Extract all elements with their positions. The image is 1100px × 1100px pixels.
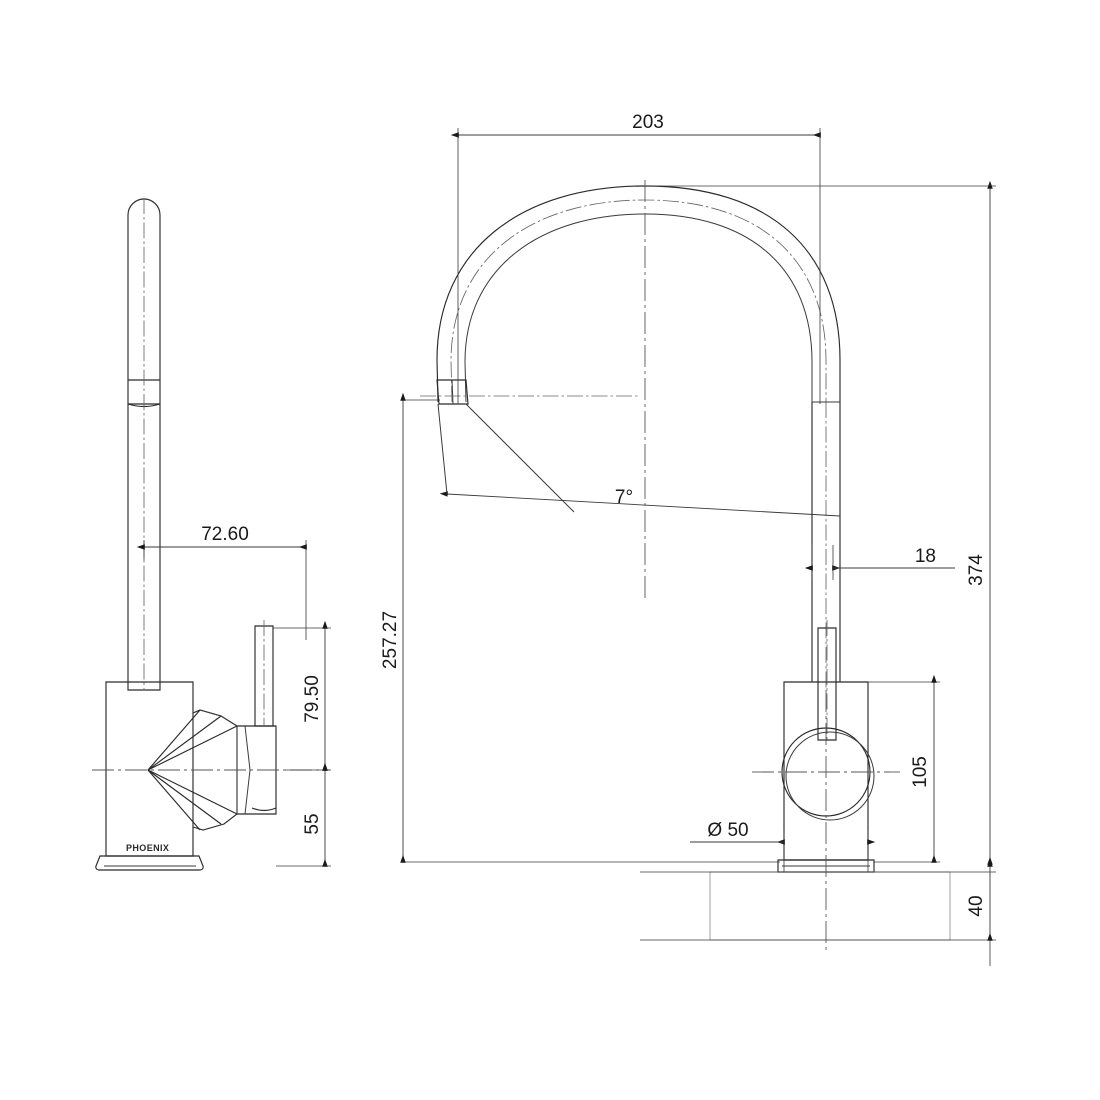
left-view-lever-handle xyxy=(127,198,161,691)
dim-79-50-label: 79.50 xyxy=(302,675,323,723)
dim-72-60-label: 72.60 xyxy=(201,524,249,545)
dim-374: 374 xyxy=(966,180,993,865)
dim-7-degree: 7° xyxy=(437,403,841,517)
left-view-body: PHOENIX xyxy=(95,681,204,871)
dim-55-label: 55 xyxy=(302,813,323,834)
right-view-column xyxy=(811,401,841,690)
bench-section-hatched xyxy=(640,871,996,941)
dim-79-50: 79.50 xyxy=(273,620,331,771)
dim-18-label: 18 xyxy=(915,546,936,567)
dim-dia-50: Ø 50 xyxy=(690,820,876,872)
dim-72-60: 72.60 xyxy=(136,524,307,640)
right-view-spout-tip xyxy=(420,379,640,405)
left-view-group: PHOENIX xyxy=(92,198,331,871)
dim-105: 105 xyxy=(868,674,940,863)
dim-105-label: 105 xyxy=(910,756,931,788)
dim-203: 203 xyxy=(450,112,821,404)
dim-203-label: 203 xyxy=(632,112,664,133)
dim-257-27: 257.27 xyxy=(380,392,780,863)
dim-55: 55 xyxy=(276,762,331,867)
dim-dia-50-label: Ø 50 xyxy=(707,820,748,841)
right-view-gooseneck xyxy=(436,185,841,403)
dim-257-27-label: 257.27 xyxy=(380,611,401,669)
dim-40-label: 40 xyxy=(966,895,987,916)
left-view-spout-assembly xyxy=(147,709,277,831)
dim-40: 40 xyxy=(966,858,993,966)
left-view-secondary-stem xyxy=(254,620,274,727)
dim-374-label: 374 xyxy=(966,554,987,586)
brand-logo: PHOENIX xyxy=(126,843,169,853)
right-view-group: 203 374 40 257.27 xyxy=(380,112,996,966)
dim-7-degree-label: 7° xyxy=(615,487,633,508)
dim-18: 18 xyxy=(804,545,955,580)
